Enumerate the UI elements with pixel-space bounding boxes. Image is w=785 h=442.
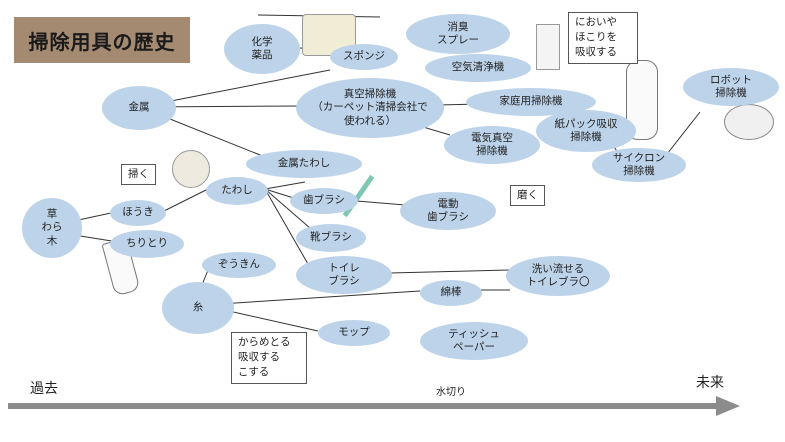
note-haku: 掃く	[121, 164, 156, 186]
node-ito: 糸	[162, 282, 234, 334]
node-kinzoku: 金属	[102, 86, 176, 130]
note-karameru: からめとる 吸収する こする	[231, 332, 307, 384]
node-tawashi: たわし	[206, 177, 268, 205]
node-menbou: 綿棒	[420, 280, 482, 306]
node-sponge: スポンジ	[330, 44, 398, 70]
note-nioi: においや ほこりを 吸収する	[568, 12, 638, 64]
node-arai: 洗い流せる トイレブラ〇	[506, 256, 610, 296]
node-shoshu: 消臭 スプレー	[406, 14, 510, 54]
timeline-future-label: 未来	[696, 375, 724, 391]
node-shinku: 真空掃除機 （カーペット清掃会社で 使われる）	[296, 78, 444, 138]
node-kinzoku-tawashi: 金属たわし	[246, 150, 362, 178]
page-title: 掃除用具の歴史	[14, 17, 190, 63]
node-kamipack: 紙パック吸収 掃除機	[536, 110, 636, 152]
node-kagaku: 化学 薬品	[224, 24, 300, 74]
node-haburashi: 歯ブラシ	[290, 188, 358, 214]
sponge-ball-picture	[172, 150, 210, 188]
node-denki: 電気真空 掃除機	[444, 126, 540, 164]
robot-vacuum-picture	[724, 104, 774, 140]
node-toilet: トイレ ブラシ	[296, 256, 392, 294]
node-chiritori: ちりとり	[110, 230, 184, 258]
node-kuuki: 空気清浄機	[425, 54, 531, 82]
node-cyclone: サイクロン 掃除機	[592, 148, 686, 182]
node-tissue: ティッシュ ペーパー	[420, 322, 528, 360]
timeline-mizukiri-label: 水切り	[436, 387, 466, 398]
sponge-picture	[302, 14, 356, 56]
node-kusa: 草 わら 木	[22, 198, 82, 258]
node-houki: ほうき	[110, 200, 166, 226]
node-mop: モップ	[318, 320, 390, 346]
node-dendo: 電動 歯ブラシ	[400, 192, 496, 230]
node-kutsu: 靴ブラシ	[296, 224, 366, 252]
node-zoukin: ぞうきん	[202, 252, 276, 278]
timeline-past-label: 過去	[30, 381, 58, 397]
node-robot: ロボット 掃除機	[683, 68, 779, 106]
air-purifier-picture	[536, 24, 560, 70]
note-migaku: 磨く	[510, 185, 545, 207]
